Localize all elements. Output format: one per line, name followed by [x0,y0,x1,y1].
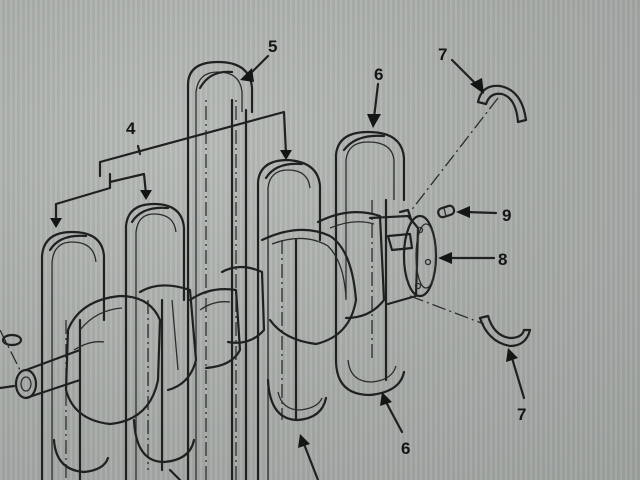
leader-7-bottom [506,348,526,400]
callout-6-bottom: 6 [401,439,410,458]
leader-offscreen [168,434,320,480]
leader-4 [50,110,292,228]
alignment-line-upper [409,97,499,213]
callout-8: 8 [498,250,507,269]
callout-6-top: 6 [374,65,383,84]
alignment-line-lower [409,295,485,325]
callout-5: 5 [268,37,277,56]
front-washer [1,333,23,347]
alignment-line-front [0,329,21,371]
leader-6-bottom [380,392,404,434]
bearing-5-upper [186,60,254,480]
bearing-4-right [256,158,328,480]
thrust-washer-lower [478,314,532,348]
dowel-pin [437,204,456,219]
leader-5 [240,54,270,82]
leader-6-top [367,82,381,128]
callout-9: 9 [502,206,511,225]
crankshaft [0,208,438,426]
leader-7-top [450,58,484,94]
leader-8 [438,252,496,264]
callout-4: 4 [126,119,136,138]
callout-7-top: 7 [438,45,447,64]
callout-7-bottom: 7 [517,405,526,424]
thrust-washer-upper [476,84,528,124]
bearing-4-left [40,230,110,480]
bearing-4-middle [124,202,196,480]
bearing-6-upper [334,130,406,397]
leader-9 [456,206,498,218]
